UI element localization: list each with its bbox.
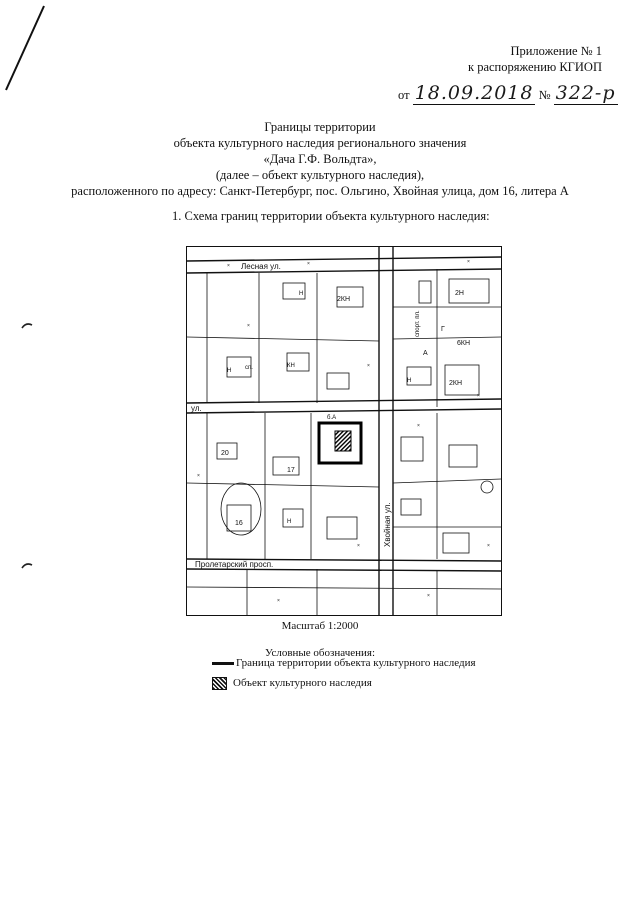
title-line-4: (далее – объект культурного наследия), [215, 168, 425, 182]
map-label: б.А [327, 415, 336, 421]
map-label: 20 [221, 450, 229, 457]
hatched-swatch [212, 677, 227, 690]
document-title: Границы территории объекта культурного н… [0, 119, 640, 199]
map-street-khvoynaya: Хвойная ул. [383, 502, 392, 547]
svg-text:×: × [487, 543, 490, 549]
scan-mark [21, 323, 33, 329]
legend-item-heritage-object: Объект культурного наследия [212, 677, 372, 690]
scan-mark [21, 563, 33, 569]
handwritten-stroke [5, 5, 45, 91]
appendix-header: Приложение № 1 к распоряжению КГИОП [468, 43, 602, 75]
title-line-5: расположенного по адресу: Санкт-Петербур… [71, 184, 569, 198]
svg-text:×: × [197, 473, 200, 479]
date-value: 18.09.2018 [414, 82, 534, 104]
map-label: Г [441, 326, 445, 333]
svg-text:×: × [417, 423, 420, 429]
legend-label: Объект культурного наследия [233, 677, 372, 690]
boundary-line-swatch [212, 661, 234, 665]
svg-text:×: × [477, 393, 480, 399]
map-street-lesnaya: Лесная ул. [241, 262, 281, 271]
appendix-reference: к распоряжению КГИОП [468, 60, 602, 74]
svg-text:×: × [247, 323, 250, 329]
map-label: Н [407, 378, 411, 384]
svg-text:×: × [227, 263, 230, 269]
svg-text:×: × [367, 363, 370, 369]
map-label: 17 [287, 467, 295, 474]
number-prefix: № [538, 88, 551, 102]
appendix-label: Приложение № 1 [510, 44, 602, 58]
svg-text:×: × [277, 598, 280, 604]
svg-text:×: × [357, 543, 360, 549]
map-label: 2КН [337, 296, 350, 303]
title-line-2: объекта культурного наследия регионально… [173, 136, 467, 150]
map-label: А [423, 350, 428, 357]
number-value: 322-р [555, 82, 616, 104]
map-label: Н [299, 291, 303, 297]
map-label: Н [287, 519, 291, 525]
map-label: 6КН [457, 340, 470, 347]
order-date-number: от 18.09.2018 № 322-р [398, 84, 618, 105]
section-heading: 1. Схема границ территории объекта культ… [172, 209, 490, 223]
map-label: 2Н [455, 290, 464, 297]
svg-text:×: × [307, 261, 310, 267]
map-label: сп. [245, 365, 253, 371]
map-label: 2КН [449, 380, 462, 387]
map-label: спорт. пл. [415, 310, 421, 337]
map-label: Н [227, 368, 231, 374]
svg-text:×: × [427, 593, 430, 599]
svg-text:×: × [467, 259, 470, 265]
title-line-1: Границы территории [264, 120, 376, 134]
map-label: 16 [235, 520, 243, 527]
legend-label: Граница территории объекта культурного н… [236, 657, 476, 669]
boundary-map: × × × × × × × × × × × × Лесная ул. ул. Хвойная у… [186, 246, 502, 616]
map-street-proletarsky: Пролетарский просп. [195, 560, 273, 569]
date-prefix: от [398, 88, 410, 102]
title-line-3: «Дача Г.Ф. Вольдта», [263, 152, 377, 166]
map-label: КН [287, 363, 295, 369]
legend-title: Условные обозначения: [264, 647, 376, 659]
map-scale: Масштаб 1:2000 [281, 620, 359, 632]
map-street-ul: ул. [191, 404, 202, 413]
legend-item-boundary: Граница территории объекта культурного н… [212, 657, 476, 669]
